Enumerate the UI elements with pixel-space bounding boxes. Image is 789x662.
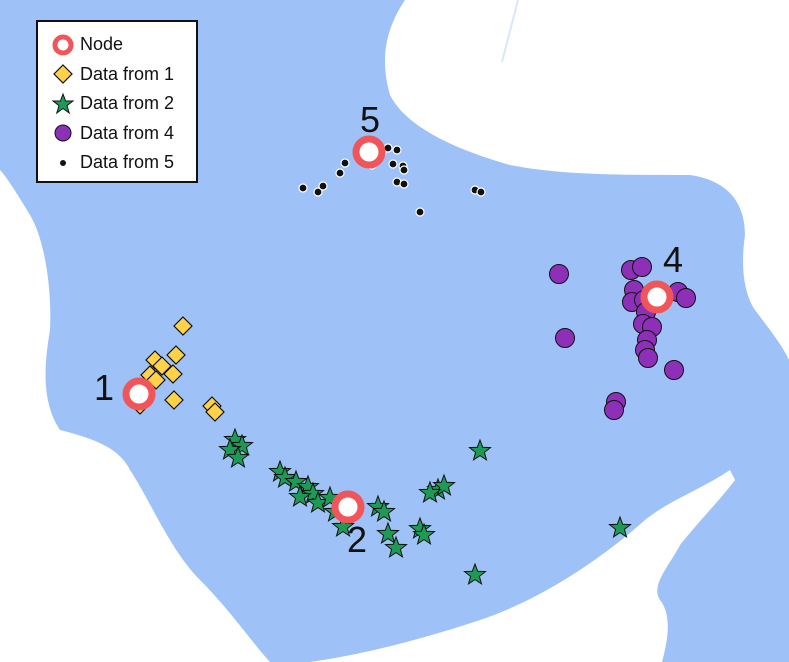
legend-label-data-from-5: Data from 5 [80,152,175,173]
data-from-2-star [331,514,355,538]
data-from-5-dot [399,179,409,189]
data-from-4-circle [604,400,624,420]
legend-item-data-from-5: Data from 5 [46,148,196,178]
node-5: 5 [352,99,386,169]
data-from-2-star [376,521,400,545]
node-2-ring-icon [331,490,365,524]
ring-icon [46,32,80,58]
data-from-2-star [372,499,396,523]
data-from-1-diamond [173,316,193,336]
legend-label-data-from-1: Data from 1 [80,63,175,84]
data-from-2-star [301,481,325,505]
node-1: 1 [94,367,156,411]
data-from-4-circle [632,257,652,277]
legend-label-data-from-4: Data from 4 [80,122,175,143]
data-from-2-star [288,484,312,508]
data-from-4-circle [549,264,569,284]
data-from-1-diamond [163,364,183,384]
data-from-1-diamond [166,345,186,365]
data-from-5-dot [340,158,350,168]
legend-label-node: Node [80,34,124,55]
legend-item-data-from-2: Data from 2 [46,89,196,119]
data-from-5-dot [388,159,398,169]
data-from-5-dot [399,165,409,175]
star-icon [46,91,80,117]
legend-label-data-from-2: Data from 2 [80,93,175,114]
data-from-2-star [418,480,442,504]
nodes-layer: 1 2 4 5 [94,99,683,560]
circle-icon [46,120,80,146]
node-5-label: 5 [360,99,380,140]
data-from-2-star [463,562,487,586]
dot-icon [46,150,80,176]
node-4: 4 [640,239,683,314]
data-from-1-diamond [205,402,225,422]
data-from-4-circle [555,328,575,348]
data-from-4-circle [638,348,658,368]
data-from-2-star [230,433,254,457]
data-from-2-star [273,465,297,489]
node-4-label: 4 [663,239,683,280]
data-from-4-circle [676,288,696,308]
legend-item-data-from-1: Data from 1 [46,60,196,90]
data-from-5-dot [313,187,323,197]
node-1-label: 1 [94,367,114,408]
data-from-2-star [432,473,456,497]
data-from-2-star [412,522,436,546]
node-4-ring-icon [640,280,674,314]
node-5-ring-icon [352,135,386,169]
data-from-1-diamond [164,390,184,410]
legend-item-data-from-4: Data from 4 [46,119,196,149]
data-from-5-dot [476,187,486,197]
data-from-5-dot [335,168,345,178]
data-from-2-star [608,515,632,539]
data-from-5-dot [318,181,328,191]
legend: Node Data from 1 Data from 2 Data from 4… [36,20,198,183]
node-2: 2 [331,490,367,560]
legend-item-node: Node [46,30,196,60]
data-from-1-diamond [152,356,172,376]
jetty-line [501,0,519,63]
data-from-5-dot [415,207,425,217]
diamond-icon [46,61,80,87]
node-2-label: 2 [347,519,367,560]
data-from-5-dot [392,145,402,155]
data-from-2-star [468,438,492,462]
data-from-2-star [284,469,308,493]
data-from-4-circle [664,360,684,380]
data-from-2-star [226,445,250,469]
data-from-2-star [384,535,408,559]
data-from-5-dot [298,183,308,193]
node-1-ring-icon [122,377,156,411]
